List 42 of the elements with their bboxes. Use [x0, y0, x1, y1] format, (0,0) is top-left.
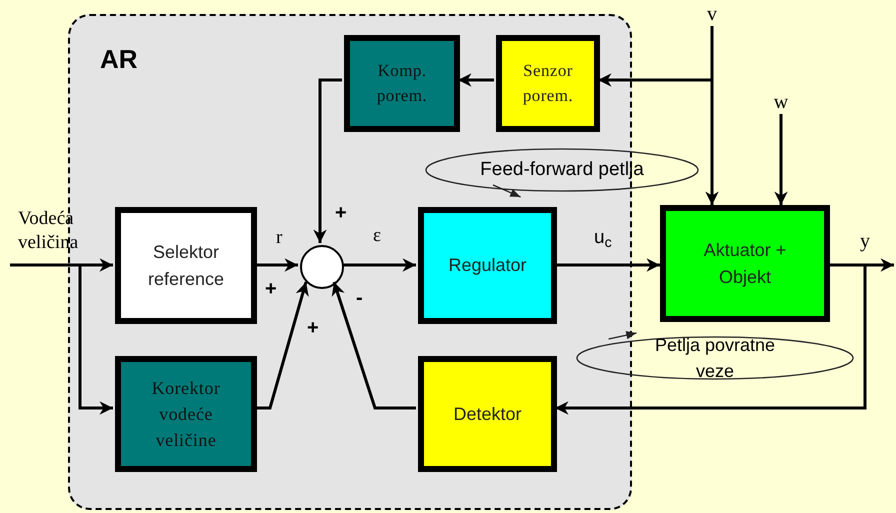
arrow [332, 282, 416, 410]
process-box [418, 356, 557, 472]
node-text: Regulator [448, 254, 527, 278]
process-box [115, 356, 257, 472]
sign-label: - [356, 288, 363, 308]
edge-label: y [860, 229, 870, 254]
node-text: Senzor porem. [522, 60, 574, 107]
group-title: AR [100, 43, 138, 76]
arrow [458, 73, 494, 87]
node-text: Korektor vodeće veličine [150, 376, 222, 452]
edge-label: ε [373, 224, 381, 248]
node-text: Petlja povratne veze [654, 334, 776, 383]
arrow [342, 258, 416, 272]
arrow [78, 265, 113, 415]
sign-label: + [307, 318, 319, 338]
process-box [418, 207, 557, 324]
arrow [598, 73, 712, 87]
arrow [774, 114, 788, 205]
sign-label: + [335, 203, 347, 223]
node-text: Komp. porem. [376, 60, 428, 107]
arrow [313, 78, 342, 243]
process-box [496, 35, 600, 132]
summing-junction [300, 245, 344, 289]
node-text: v [707, 2, 717, 26]
arrow [705, 26, 719, 205]
edge-label: Vodeća veličina [18, 207, 80, 255]
process-box [344, 35, 460, 132]
arrow [255, 282, 309, 410]
sign-label: + [265, 279, 277, 299]
arrow [555, 258, 660, 272]
node-text: Selektor reference [146, 241, 226, 290]
edge-label: r [276, 226, 282, 250]
node-text: Detektor [453, 402, 522, 426]
edge-label: u$_{c}$ [594, 226, 612, 252]
arrow [255, 258, 298, 272]
arrow [555, 265, 866, 415]
process-box [115, 207, 257, 324]
node-text: w [774, 90, 788, 114]
arrow [10, 258, 113, 272]
arrow [830, 258, 894, 272]
node-text: Aktuator + Objekt [702, 239, 788, 289]
process-box [660, 205, 830, 322]
